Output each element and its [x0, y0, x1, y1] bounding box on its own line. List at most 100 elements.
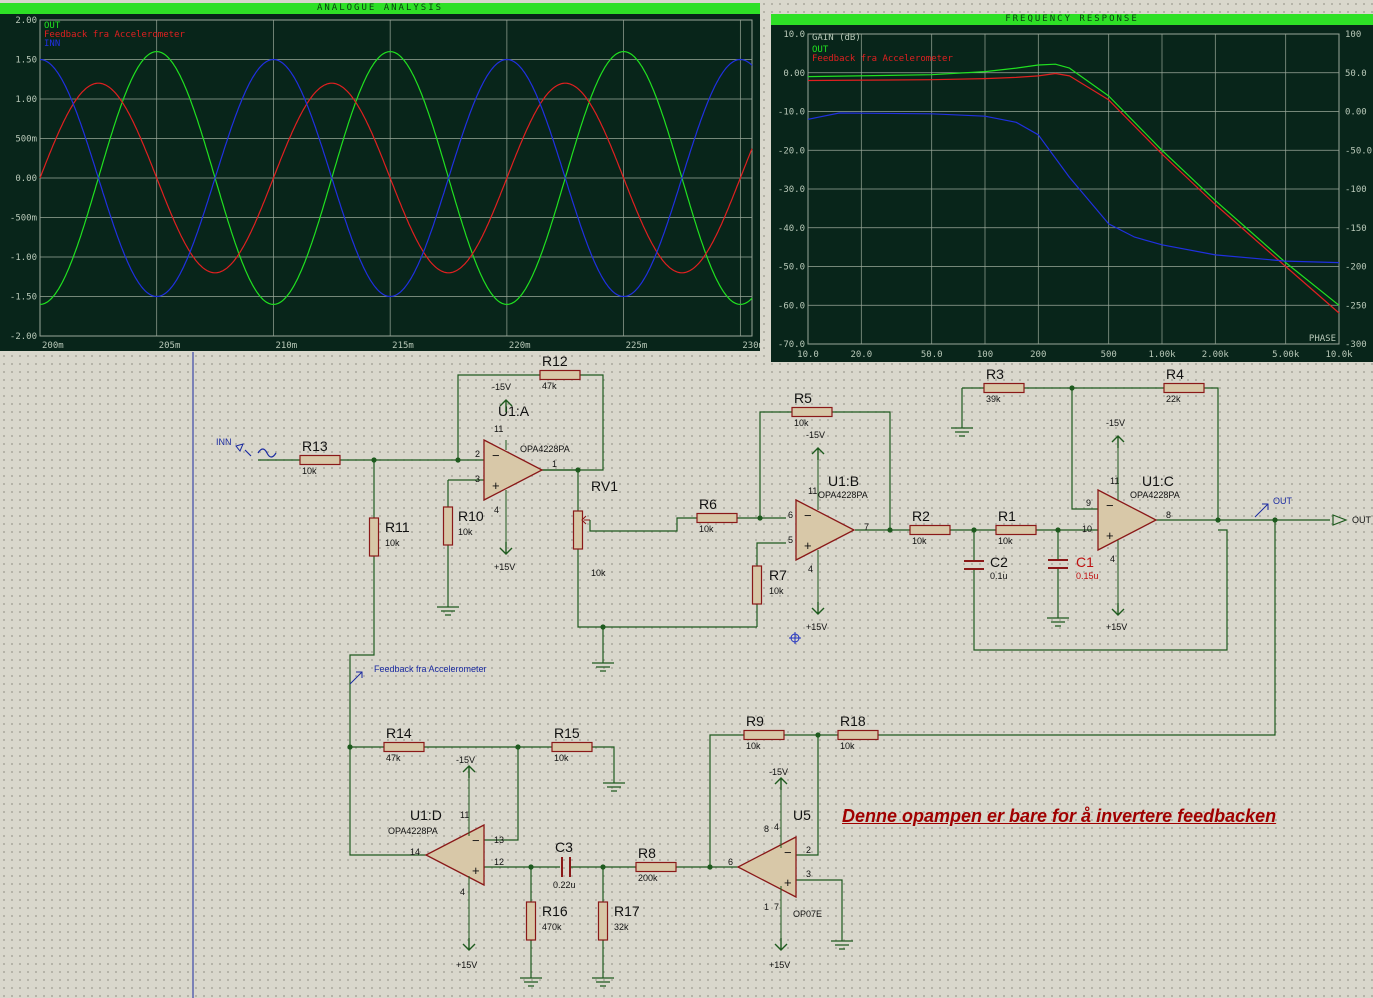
y2-tick-label: -200	[1345, 263, 1367, 273]
series-line-1	[807, 72, 1340, 314]
resistor-r13[interactable]	[299, 454, 341, 466]
component-value-r12: 47k	[542, 381, 557, 391]
x-tick-label: 500	[1101, 350, 1117, 360]
wire	[759, 411, 792, 518]
out-terminal-icon[interactable]	[1332, 514, 1348, 526]
opamp-u1c[interactable]	[1097, 488, 1158, 552]
resistor-r4[interactable]	[1163, 382, 1205, 394]
component-ref-r8: R8	[638, 845, 656, 861]
junction-dot	[575, 467, 581, 473]
supply-pos-symbol	[774, 938, 788, 951]
pin-number: 11	[494, 424, 503, 434]
resistor-r15[interactable]	[551, 741, 593, 753]
opamp-u5[interactable]	[736, 835, 797, 899]
y-tick-label: -60.0	[778, 301, 805, 311]
supply-pos-symbol	[499, 542, 513, 555]
y-tick-label: -70.0	[778, 340, 805, 350]
component-value-rv1: 10k	[591, 568, 606, 578]
pin-number: 8	[1166, 510, 1171, 520]
y-tick-label: -500m	[10, 214, 37, 224]
component-ref-r3: R3	[986, 366, 1004, 382]
wire	[457, 374, 540, 460]
pin-number: 14	[410, 847, 420, 857]
resistor-r14[interactable]	[383, 741, 425, 753]
resistor-r16[interactable]	[525, 901, 537, 941]
series-line-2	[39, 58, 753, 298]
ground-symbol	[831, 938, 853, 950]
opamp-u1a[interactable]	[483, 438, 544, 502]
potentiometer-rv1[interactable]	[572, 510, 584, 550]
component-value-r13: 10k	[302, 466, 317, 476]
y-tick-label: -10.0	[778, 108, 805, 118]
component-ref-r6: R6	[699, 496, 717, 512]
component-value-r15: 10k	[554, 753, 569, 763]
resistor-r18[interactable]	[837, 729, 879, 741]
inn-probe-icon	[235, 443, 244, 452]
component-value-r6: 10k	[699, 524, 714, 534]
opamp-plus-sign: +	[472, 863, 480, 878]
resistor-r7[interactable]	[751, 565, 763, 605]
supply-pos-symbol	[1111, 603, 1125, 616]
opamp-minus-sign: −	[472, 833, 480, 848]
y-tick-label: -30.0	[778, 185, 805, 195]
legend-entry: OUT	[44, 21, 61, 31]
resistor-r2[interactable]	[909, 524, 951, 536]
resistor-r1[interactable]	[995, 524, 1037, 536]
opamp-minus-sign: −	[492, 448, 500, 463]
junction-dot	[528, 864, 534, 870]
component-value-r7: 10k	[769, 586, 784, 596]
component-value-r9: 10k	[746, 741, 761, 751]
component-value-r5: 10k	[794, 418, 809, 428]
resistor-r3[interactable]	[983, 382, 1025, 394]
opamp-part-u1c: OPA4228PA	[1130, 490, 1180, 500]
supply-neg-label: -15V	[456, 755, 475, 765]
opamp-plus-sign: +	[804, 538, 812, 553]
resistor-r6[interactable]	[696, 512, 738, 524]
pin-number: 11	[1110, 476, 1119, 486]
component-ref-r13: R13	[302, 438, 328, 454]
resistor-r12[interactable]	[539, 369, 581, 381]
x-tick-label: 100	[977, 350, 993, 360]
y-tick-label: -2.00	[10, 332, 37, 342]
x-tick-label: 225m	[626, 341, 648, 351]
wire	[577, 549, 757, 628]
resistor-r17[interactable]	[597, 901, 609, 941]
pin-number: 4	[494, 505, 499, 515]
y2-tick-label: 0.00	[1345, 108, 1367, 118]
wiper-icon	[581, 515, 590, 525]
resistor-r11[interactable]	[368, 517, 380, 557]
resistor-r9[interactable]	[743, 729, 785, 741]
supply-pos-symbol	[811, 602, 825, 615]
resistor-r8[interactable]	[635, 861, 677, 873]
wire	[349, 556, 428, 856]
x-tick-label: 210m	[275, 341, 297, 351]
component-ref-r5: R5	[794, 390, 812, 406]
opamp-ref-u1a: U1:A	[498, 403, 530, 419]
component-ref-r14: R14	[386, 725, 412, 741]
junction-dot	[515, 744, 521, 750]
analogue-analysis-graph[interactable]: 200m205m210m215m220m225m230m2.001.501.00…	[0, 3, 760, 351]
pin-number: 1	[552, 459, 557, 469]
legend-entry: OUT	[812, 45, 829, 55]
junction-dot	[371, 457, 377, 463]
feedback-probe-label: Feedback fra Accelerometer	[374, 664, 487, 674]
component-ref-r16: R16	[542, 903, 568, 919]
wire	[709, 734, 746, 868]
wire	[796, 879, 843, 938]
feedback-probe-icon	[349, 671, 363, 685]
x-tick-label: 20.0	[850, 350, 872, 360]
resistor-r10[interactable]	[442, 506, 454, 546]
y2-tick-label: -250	[1345, 301, 1367, 311]
pin-number: 9	[1086, 498, 1091, 508]
pin-number: 11	[460, 810, 469, 820]
opamp-u1d[interactable]	[424, 823, 485, 887]
resistor-r5[interactable]	[791, 406, 833, 418]
junction-dot	[600, 624, 606, 630]
x-tick-label: 10.0k	[1325, 350, 1353, 360]
junction-dot	[1215, 517, 1221, 523]
opamp-u1b[interactable]	[795, 498, 856, 562]
